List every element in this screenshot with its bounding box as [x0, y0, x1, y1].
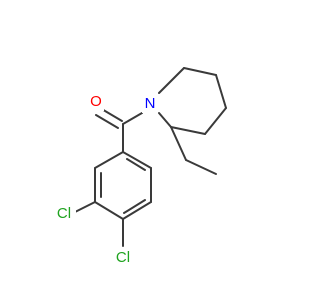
ethyl-bond-2	[185, 159, 217, 175]
bonds	[74, 67, 227, 247]
piperidine-bond-6	[158, 112, 172, 128]
carbonyl-to-nitrogen-bond	[122, 112, 143, 125]
atom-labels: O N Cl Cl	[52, 93, 158, 267]
piperidine-bond-4	[204, 107, 227, 135]
carbonyl-double-bond-inner	[95, 114, 119, 129]
benzene-bond-3-inner	[123, 199, 146, 214]
chlorine-3-label-background	[52, 205, 76, 223]
piperidine-bond-5	[170, 126, 206, 135]
piperidine-bond-3	[215, 74, 227, 109]
nitrogen-label-background	[142, 95, 158, 113]
piperidine-bond-2	[183, 67, 217, 76]
chlorine-4-label-background	[111, 249, 135, 267]
benzene-bond-6	[94, 151, 124, 169]
benzene-bond-1	[122, 151, 152, 169]
piperidine-bond-1	[158, 67, 185, 94]
chemical-structure-diagram: O N Cl Cl	[52, 67, 227, 267]
oxygen-atom-label: O	[90, 93, 102, 110]
nitrogen-atom-label: N	[145, 95, 156, 112]
chlorine-3-atom-label: Cl	[57, 205, 71, 222]
chlorine-3-bond	[74, 201, 96, 213]
benzene-bond-4	[94, 201, 124, 220]
benzene-bond-3	[122, 201, 152, 220]
oxygen-label-background	[88, 93, 104, 111]
benzene-bond-1-inner	[126, 158, 146, 171]
ethyl-bond-1	[170, 126, 187, 161]
chlorine-4-atom-label: Cl	[116, 249, 130, 266]
